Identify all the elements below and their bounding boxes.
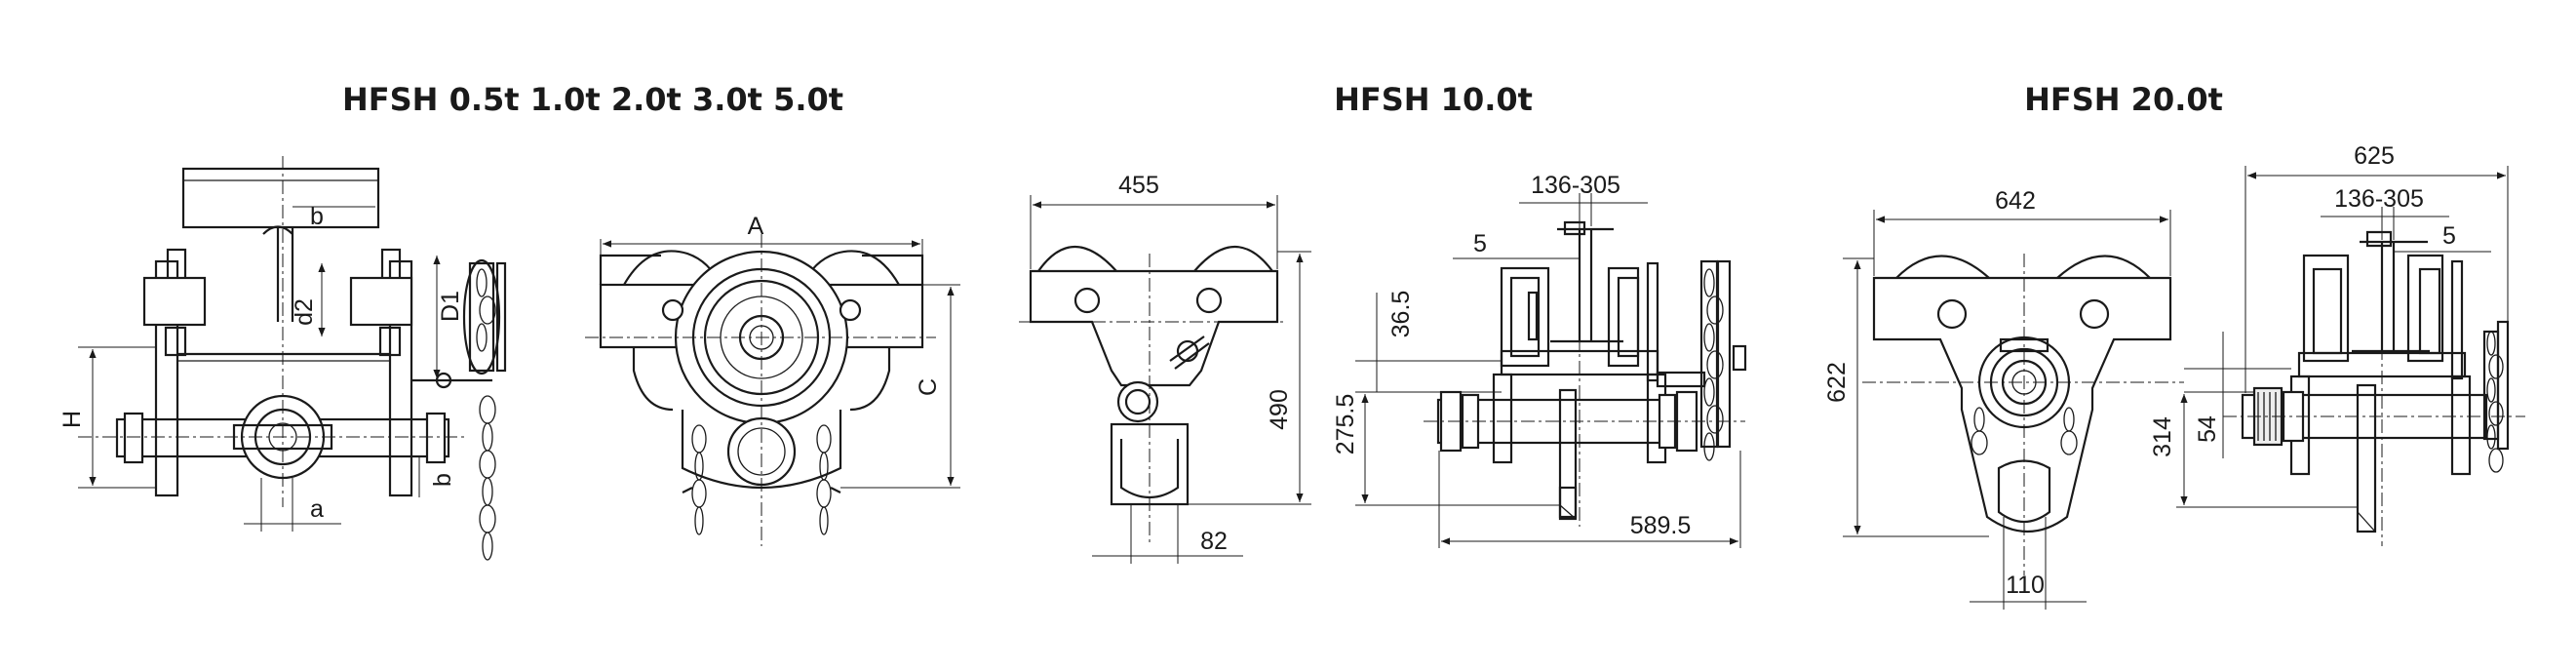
dim-10t-hook-width: 82 xyxy=(1200,528,1228,555)
dim-D1: D1 xyxy=(437,291,464,322)
title-large-model: HFSH 20.0t xyxy=(2024,81,2223,118)
dim-d2: d2 xyxy=(291,298,318,326)
dim-10t-width: 455 xyxy=(1118,172,1159,199)
title-small-models: HFSH 0.5t 1.0t 2.0t 3.0t 5.0t xyxy=(342,81,843,118)
small-side-view: H b d2 D1 b a xyxy=(59,156,507,561)
dim-20t-flange-range: 136-305 xyxy=(2334,185,2424,213)
dim-20t-gap: 5 xyxy=(2442,222,2456,250)
medium-side-view: 136-305 5 36.5 275.5 589.5 xyxy=(1332,172,1747,548)
dim-10t-flange-range: 136-305 xyxy=(1531,172,1620,199)
large-front-view: 642 622 110 xyxy=(1823,187,2184,610)
dim-H: H xyxy=(59,411,86,428)
dim-b-lower: b xyxy=(429,473,456,487)
medium-front-view: 455 490 82 xyxy=(1019,172,1311,564)
dim-b-beam: b xyxy=(310,203,324,230)
dim-20t-side-width: 625 xyxy=(2354,142,2395,170)
dim-a: a xyxy=(310,495,324,523)
dim-20t-hook-width: 110 xyxy=(2006,572,2045,599)
dim-20t-width: 642 xyxy=(1995,187,2036,215)
dim-20t-offset: 54 xyxy=(2194,415,2221,443)
title-medium-model: HFSH 10.0t xyxy=(1334,81,1533,118)
dim-10t-center-height: 275.5 xyxy=(1332,394,1359,455)
dim-A: A xyxy=(748,213,764,240)
small-front-view: A C xyxy=(585,213,960,546)
large-side-view: 625 136-305 5 54 314 xyxy=(2149,142,2525,546)
dim-10t-height: 490 xyxy=(1266,389,1293,430)
dim-10t-gap: 5 xyxy=(1473,230,1487,257)
dim-20t-height: 622 xyxy=(1823,362,1851,403)
dim-C: C xyxy=(915,378,942,396)
dim-10t-offset: 36.5 xyxy=(1387,291,1415,338)
dim-20t-center-height: 314 xyxy=(2149,416,2176,457)
dim-10t-total-length: 589.5 xyxy=(1630,512,1692,539)
